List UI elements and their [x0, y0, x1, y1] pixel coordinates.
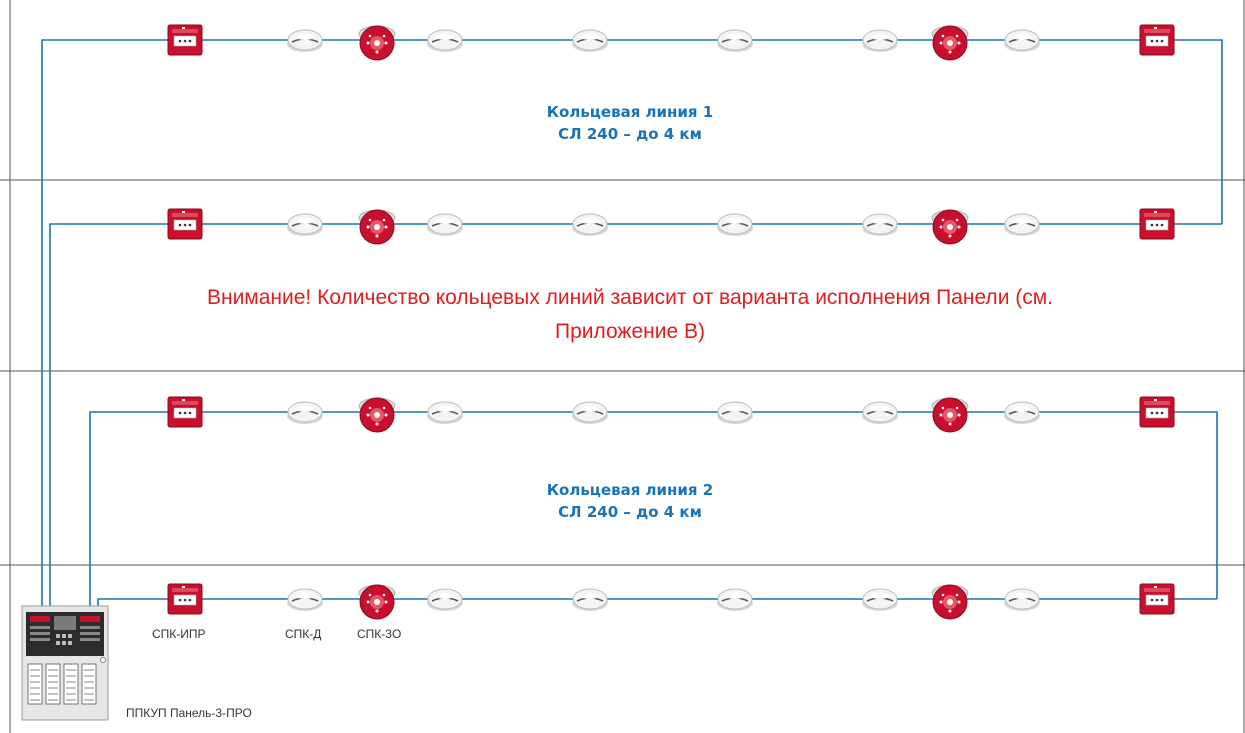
smoke-detector-icon[interactable] [426, 213, 464, 237]
sounder-icon[interactable] [931, 209, 969, 245]
loop-1-outgoing [41, 39, 1223, 610]
smoke-detector-caption: СПК-Д [285, 627, 322, 641]
smoke-detector-icon[interactable] [861, 401, 899, 425]
smoke-detector-icon[interactable] [286, 401, 324, 425]
warning-note: Внимание! Количество кольцевых линий зав… [90, 281, 1170, 349]
sounder-icon[interactable] [931, 397, 969, 433]
loop-2-title: Кольцевая линия 2 [546, 481, 714, 499]
loop-2-spec: СЛ 240 – до 4 км [558, 503, 702, 521]
panel-caption: ППКУП Панель-3-ПРО [126, 706, 252, 720]
loop-2-return [97, 598, 1217, 610]
warning-line-1: Внимание! Количество кольцевых линий зав… [206, 286, 1054, 309]
smoke-detector-icon[interactable] [861, 213, 899, 237]
loop-1-title: Кольцевая линия 1 [546, 103, 714, 121]
sounder-icon[interactable] [931, 584, 969, 620]
smoke-detector-icon[interactable] [286, 588, 324, 612]
warning-line-2: Приложение В) [554, 320, 705, 343]
control-panel[interactable] [21, 605, 109, 721]
smoke-detector-icon[interactable] [1003, 213, 1041, 237]
smoke-detector-icon[interactable] [716, 213, 754, 237]
smoke-detector-icon[interactable] [571, 29, 609, 53]
smoke-detector-icon[interactable] [1003, 401, 1041, 425]
sounder-icon[interactable] [358, 397, 396, 433]
manual-call-point-icon[interactable] [167, 24, 203, 56]
manual-call-point-icon[interactable] [1139, 208, 1175, 240]
manual-call-point-icon[interactable] [167, 583, 203, 615]
smoke-detector-icon[interactable] [716, 401, 754, 425]
smoke-detector-icon[interactable] [571, 401, 609, 425]
manual-call-point-caption: СПК-ИПР [152, 627, 206, 641]
loop-1-spec: СЛ 240 – до 4 км [558, 125, 702, 143]
smoke-detector-icon[interactable] [1003, 588, 1041, 612]
smoke-detector-icon[interactable] [286, 213, 324, 237]
loop-1-return [49, 223, 1222, 610]
smoke-detector-icon[interactable] [861, 29, 899, 53]
smoke-detector-icon[interactable] [716, 29, 754, 53]
smoke-detector-icon[interactable] [426, 401, 464, 425]
manual-call-point-icon[interactable] [1139, 24, 1175, 56]
smoke-detector-icon[interactable] [571, 213, 609, 237]
smoke-detector-icon[interactable] [426, 588, 464, 612]
smoke-detector-icon[interactable] [426, 29, 464, 53]
smoke-detector-icon[interactable] [861, 588, 899, 612]
manual-call-point-icon[interactable] [1139, 396, 1175, 428]
loop-2-outgoing [89, 411, 1218, 610]
manual-call-point-icon[interactable] [167, 396, 203, 428]
sounder-icon[interactable] [931, 25, 969, 61]
smoke-detector-icon[interactable] [1003, 29, 1041, 53]
smoke-detector-icon[interactable] [286, 29, 324, 53]
loop-2-label: Кольцевая линия 2 СЛ 240 – до 4 км [520, 479, 740, 523]
smoke-detector-icon[interactable] [716, 588, 754, 612]
sounder-icon[interactable] [358, 25, 396, 61]
sounder-icon[interactable] [358, 209, 396, 245]
sounder-icon[interactable] [358, 584, 396, 620]
manual-call-point-icon[interactable] [1139, 583, 1175, 615]
loop-1-label: Кольцевая линия 1 СЛ 240 – до 4 км [520, 101, 740, 145]
sounder-caption: СПК-3О [357, 627, 402, 641]
smoke-detector-icon[interactable] [571, 588, 609, 612]
manual-call-point-icon[interactable] [167, 208, 203, 240]
